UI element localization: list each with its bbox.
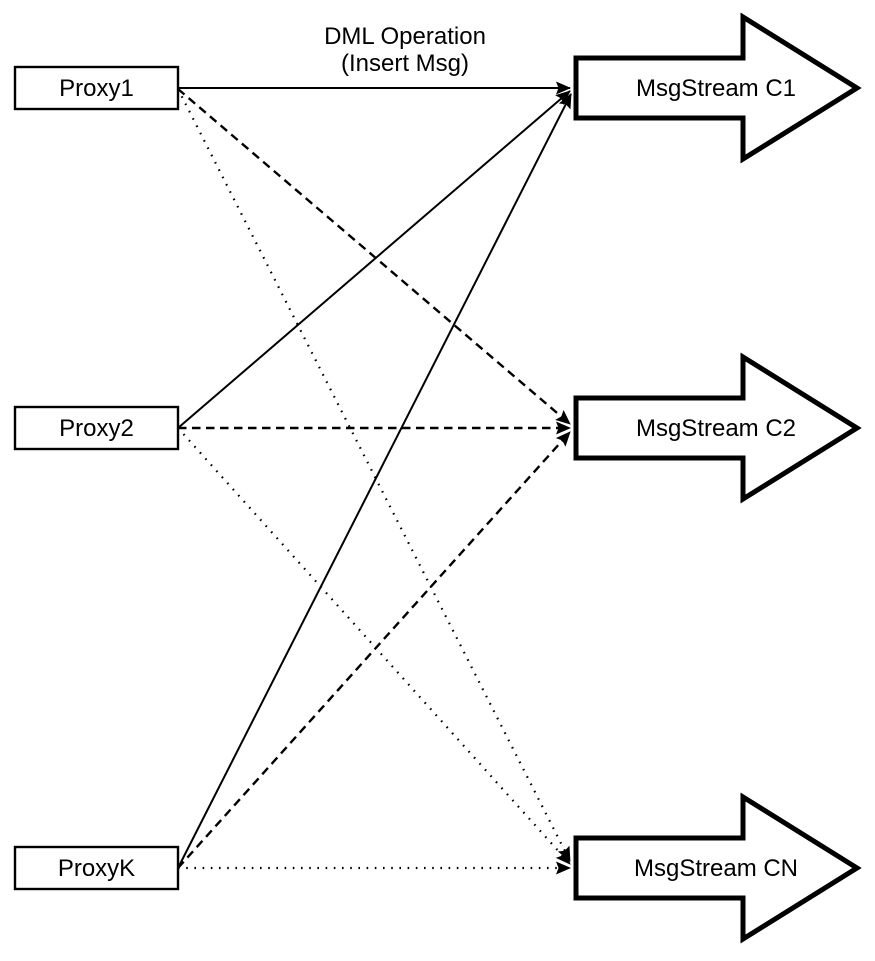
node-msgstream-cn: MsgStream CN: [573, 792, 862, 944]
proxyk-box: [13, 845, 180, 891]
edge-proxy1-to-msgstream-c2: [177, 88, 571, 425]
edge-proxy2-to-msgstream-c1: [177, 90, 571, 429]
annotation-line2: (Insert Msg): [341, 50, 469, 77]
edge-proxyk-to-msgstream-c1: [177, 93, 572, 869]
msgstream-c2-arrow-shape: [573, 352, 862, 504]
msgstream-c1-arrow-shape: [573, 12, 862, 164]
msgstream-c2-label: MsgStream C2: [636, 415, 796, 442]
edge-proxy1-to-msgstream-cn: [177, 88, 571, 862]
edge-annotation: DML Operation (Insert Msg): [324, 23, 486, 77]
proxy2-box: [13, 405, 180, 451]
msgstream-cn-label: MsgStream CN: [634, 855, 798, 882]
msgstream-cn-arrow-shape: [573, 792, 862, 944]
annotation-line1: DML Operation: [324, 23, 486, 50]
proxy1-box: [13, 65, 180, 111]
node-proxy1: Proxy1: [13, 65, 180, 111]
node-msgstream-c1: MsgStream C1: [573, 12, 862, 164]
msgstream-c1-label: MsgStream C1: [636, 75, 796, 102]
proxyk-label: ProxyK: [58, 855, 135, 882]
edge-proxyk-to-msgstream-c2: [177, 431, 571, 869]
node-msgstream-c2: MsgStream C2: [573, 352, 862, 504]
node-proxy2: Proxy2: [13, 405, 180, 451]
node-proxyk: ProxyK: [13, 845, 180, 891]
proxy1-label: Proxy1: [59, 75, 134, 102]
proxy2-label: Proxy2: [59, 415, 134, 442]
edge-proxy2-to-msgstream-cn: [177, 427, 571, 865]
